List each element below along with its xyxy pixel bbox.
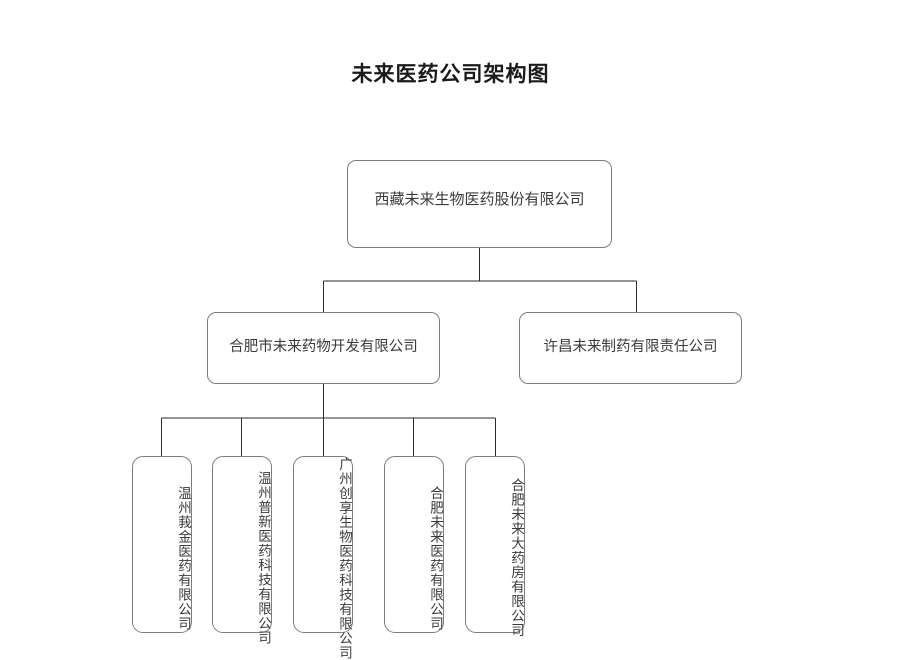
org-node-wenzhou-ejin[interactable]: 温州莪金医药有限公司 (132, 456, 192, 633)
org-node-wenzhou-puxin-label: 温州普新医药科技有限公司 (255, 471, 271, 645)
org-chart-canvas: 未来医药公司架构图 西藏未来生物医药股份有限公司 合肥市未来药物开发有限公司 许… (132, 62, 742, 660)
org-node-hefei-drug-dev[interactable]: 合肥市未来药物开发有限公司 (207, 312, 440, 384)
org-node-guangzhou-chuangxiang[interactable]: 广州创享生物医药科技有限公司 (293, 456, 353, 660)
org-node-hefei-dayaofang[interactable]: 合肥未来大药房有限公司 (465, 456, 525, 638)
org-node-hefei-weilai-yiyao[interactable]: 合肥未来医药有限公司 (384, 456, 444, 633)
org-node-hefei-drug-dev-label: 合肥市未来药物开发有限公司 (229, 339, 418, 355)
page-title: 未来医药公司架构图 (351, 62, 550, 86)
org-node-wenzhou-ejin-label: 温州莪金医药有限公司 (175, 485, 191, 631)
org-node-wenzhou-puxin[interactable]: 温州普新医药科技有限公司 (212, 456, 272, 645)
org-node-root-label: 西藏未来生物医药股份有限公司 (374, 190, 585, 208)
org-node-hefei-dayaofang-label: 合肥未来大药房有限公司 (508, 478, 524, 638)
org-node-xuchang-pharma[interactable]: 许昌未来制药有限责任公司 (519, 312, 742, 384)
org-node-hefei-weilai-yiyao-label: 合肥未来医药有限公司 (427, 485, 443, 631)
org-node-xuchang-pharma-label: 许昌未来制药有限责任公司 (543, 339, 718, 355)
org-node-root[interactable]: 西藏未来生物医药股份有限公司 (347, 160, 612, 248)
org-node-guangzhou-chuangxiang-label: 广州创享生物医药科技有限公司 (336, 456, 352, 660)
